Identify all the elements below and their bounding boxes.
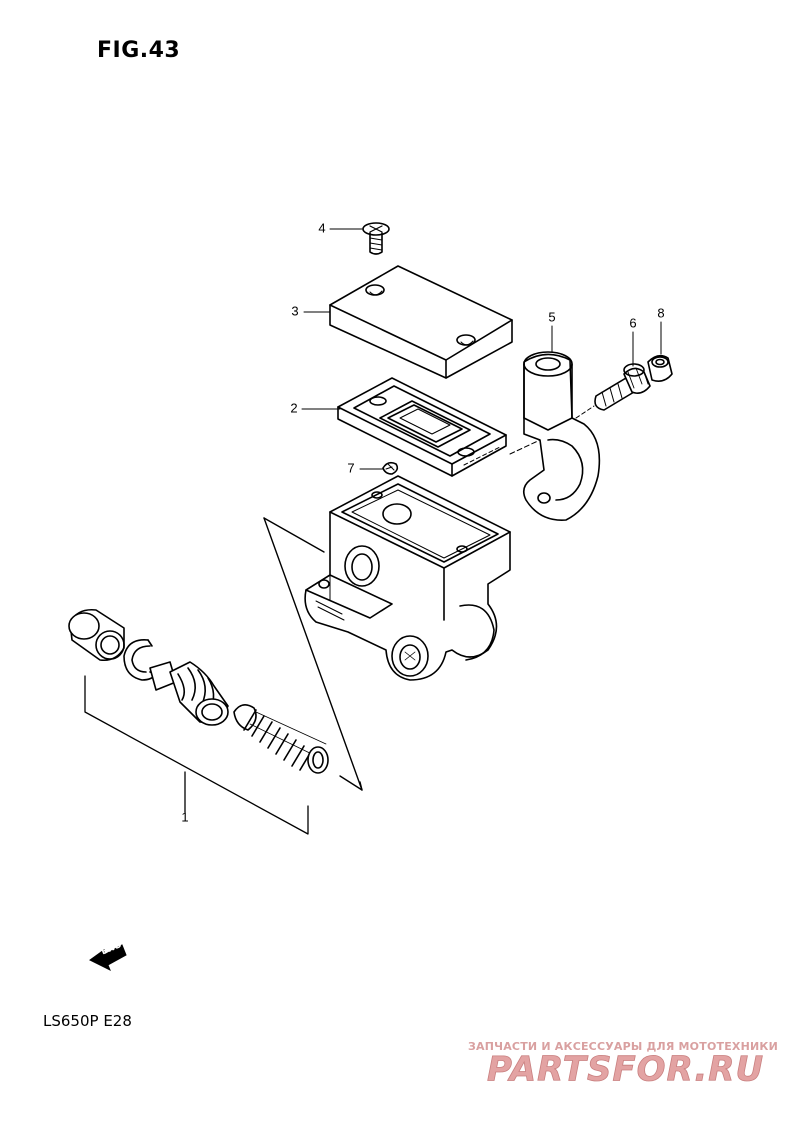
watermark-tagline: ЗАПЧАСТИ И АКСЕССУАРЫ ДЛЯ МОТОТЕХНИКИ bbox=[468, 1040, 778, 1053]
callout-3: 3 bbox=[291, 303, 298, 318]
part-8-nut[interactable] bbox=[575, 354, 673, 419]
part-4-screw[interactable] bbox=[362, 222, 390, 255]
callout-5: 5 bbox=[548, 309, 555, 324]
part-1-group-bracket bbox=[84, 675, 309, 835]
master-cylinder-body[interactable] bbox=[304, 475, 511, 681]
svg-text:PARTSFOR.RU: PARTSFOR.RU bbox=[487, 1050, 764, 1090]
part-6-clamp-bolt[interactable] bbox=[594, 363, 651, 411]
callout-8: 8 bbox=[657, 305, 664, 320]
model-code-label: LS650P E28 bbox=[43, 1012, 132, 1030]
part-5-clamp-holder[interactable] bbox=[509, 351, 601, 521]
leader-lines bbox=[301, 228, 662, 470]
figure-title: FIG.43 bbox=[97, 38, 181, 63]
callout-4: 4 bbox=[318, 220, 325, 235]
fwd-arrow-icon bbox=[89, 944, 127, 972]
part-1-piston-kit[interactable] bbox=[68, 608, 329, 774]
callout-1: 1 bbox=[181, 809, 188, 824]
callout-numbers: 1 2 3 4 5 6 7 8 bbox=[181, 220, 664, 824]
part-2-diaphragm-plate[interactable] bbox=[337, 377, 507, 477]
watermark-brand-logo: PARTSFOR.RU bbox=[487, 1049, 764, 1090]
callout-7: 7 bbox=[347, 460, 354, 475]
assembly-triangle-lines bbox=[263, 517, 363, 791]
part-7-plug[interactable] bbox=[382, 461, 399, 475]
callout-2: 2 bbox=[290, 400, 297, 415]
part-3-reservoir-cap[interactable] bbox=[329, 265, 513, 379]
callout-6: 6 bbox=[629, 315, 636, 330]
